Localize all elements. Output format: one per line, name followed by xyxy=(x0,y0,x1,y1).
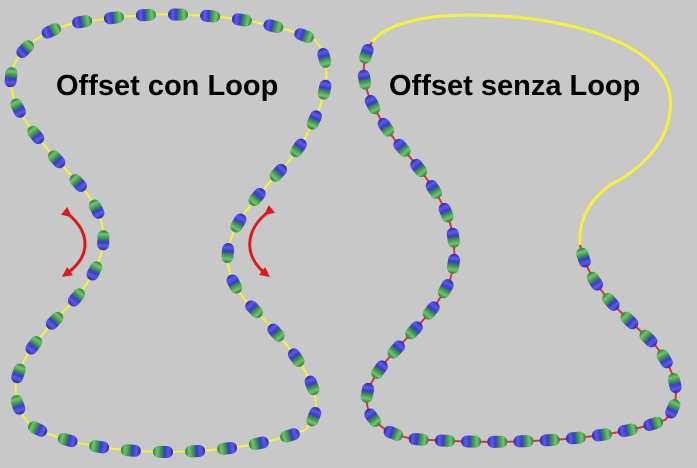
capsule-bead xyxy=(377,117,395,137)
capsule-bead xyxy=(67,288,86,307)
capsule-bead xyxy=(200,9,221,23)
curved-arrow-left-icon xyxy=(60,206,87,277)
capsule-bead xyxy=(88,199,105,219)
capsule-bead xyxy=(11,363,26,384)
capsule-bead xyxy=(620,311,639,330)
capsule-bead xyxy=(290,138,307,158)
capsule-bead xyxy=(185,444,206,458)
label-offset-senza-loop: Offset senza Loop xyxy=(389,70,641,102)
capsule-bead xyxy=(217,441,238,455)
capsule-chain-left xyxy=(4,8,332,458)
capsule-bead xyxy=(393,138,411,157)
capsule-bead xyxy=(446,253,461,274)
capsule-bead xyxy=(97,230,110,251)
capsule-bead xyxy=(57,433,78,448)
capsule-bead xyxy=(10,395,26,415)
capsule-bead xyxy=(656,349,673,369)
capsule-bead xyxy=(513,435,534,448)
capsule-bead xyxy=(383,425,403,441)
capsule-bead xyxy=(135,8,156,22)
capsule-bead xyxy=(408,433,429,446)
capsule-bead xyxy=(446,227,460,248)
capsule-bead xyxy=(304,375,320,396)
capsule-bead xyxy=(221,243,235,263)
capsule-bead xyxy=(47,150,66,169)
capsule-bead xyxy=(248,436,269,451)
capsule-bead xyxy=(267,323,285,342)
capsule-bead xyxy=(364,408,381,427)
capsule-bead xyxy=(317,48,332,68)
capsule-bead xyxy=(226,274,243,294)
capsule-bead xyxy=(434,434,455,447)
capsule-bead xyxy=(487,435,508,448)
capsule-bead xyxy=(461,435,482,448)
capsule-bead xyxy=(28,421,48,437)
capsule-bead xyxy=(269,163,287,182)
capsule-bead xyxy=(643,416,664,432)
capsule-bead xyxy=(667,373,682,394)
capsule-bead xyxy=(586,271,604,291)
capsule-bead xyxy=(45,311,64,330)
capsule-bead xyxy=(230,213,247,233)
capsule-bead xyxy=(371,360,388,379)
capsule-bead xyxy=(364,95,381,115)
capsule-chain-right xyxy=(357,43,682,448)
figure-offset-without-loop xyxy=(357,13,682,448)
capsule-bead xyxy=(27,125,45,145)
capsule-bead xyxy=(565,431,586,445)
capsule-bead xyxy=(263,19,284,34)
capsule-bead xyxy=(360,382,375,403)
capsule-bead xyxy=(153,445,173,458)
capsule-bead xyxy=(306,406,322,427)
capsule-bead xyxy=(576,247,591,268)
capsule-bead xyxy=(617,423,638,438)
figure-offset-with-loop xyxy=(4,8,332,458)
capsule-bead xyxy=(10,98,26,118)
capsule-bead xyxy=(405,321,423,340)
capsule-bead xyxy=(602,292,620,311)
capsule-bead xyxy=(245,300,263,319)
capsule-bead xyxy=(16,40,35,58)
capsule-bead xyxy=(294,28,314,44)
label-offset-con-loop: Offset con Loop xyxy=(56,70,279,102)
capsule-bead xyxy=(287,348,305,367)
capsule-bead xyxy=(103,11,124,25)
capsule-bead xyxy=(438,202,454,223)
capsule-bead xyxy=(437,279,454,299)
spline-gap-yellow xyxy=(370,13,672,246)
capsule-bead xyxy=(120,444,141,457)
capsule-bead xyxy=(665,399,681,419)
capsule-bead xyxy=(25,336,43,355)
capsule-bead xyxy=(168,8,188,21)
capsule-bead xyxy=(387,340,405,359)
capsule-bead xyxy=(41,23,61,39)
capsule-bead xyxy=(539,433,560,447)
capsule-bead xyxy=(69,174,87,192)
capsule-bead xyxy=(306,110,322,130)
capsule-bead xyxy=(89,440,110,454)
capsule-bead xyxy=(357,69,372,90)
capsule-bead xyxy=(410,158,428,178)
capsule-bead xyxy=(591,428,612,442)
capsule-bead xyxy=(248,187,266,207)
capsule-bead xyxy=(280,428,300,443)
capsule-bead xyxy=(317,79,332,100)
capsule-bead xyxy=(72,15,93,29)
curved-arrow-right-icon xyxy=(248,204,276,278)
capsule-bead xyxy=(4,67,18,88)
capsule-bead xyxy=(86,261,103,281)
capsule-bead xyxy=(231,13,252,27)
capsule-bead xyxy=(422,301,440,320)
capsule-bead xyxy=(359,43,374,64)
capsule-bead xyxy=(425,180,443,199)
capsule-bead xyxy=(639,329,658,348)
